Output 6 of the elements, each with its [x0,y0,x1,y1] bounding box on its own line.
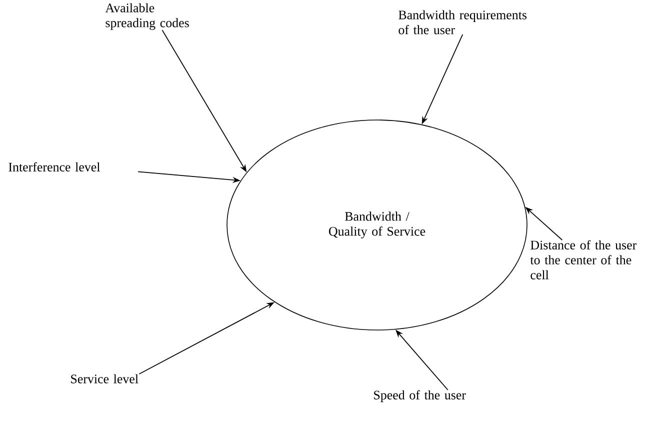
factor-label: Distance of the user to the center of the cell [530,240,637,280]
factor-label: Interference level [8,162,100,172]
factor-label: Speed of the user [374,390,466,402]
factor-label: Available spreading codes [105,3,189,30]
factor-label: Bandwidth requirements of the user [398,10,527,34]
factor-label: Service level [71,374,138,384]
